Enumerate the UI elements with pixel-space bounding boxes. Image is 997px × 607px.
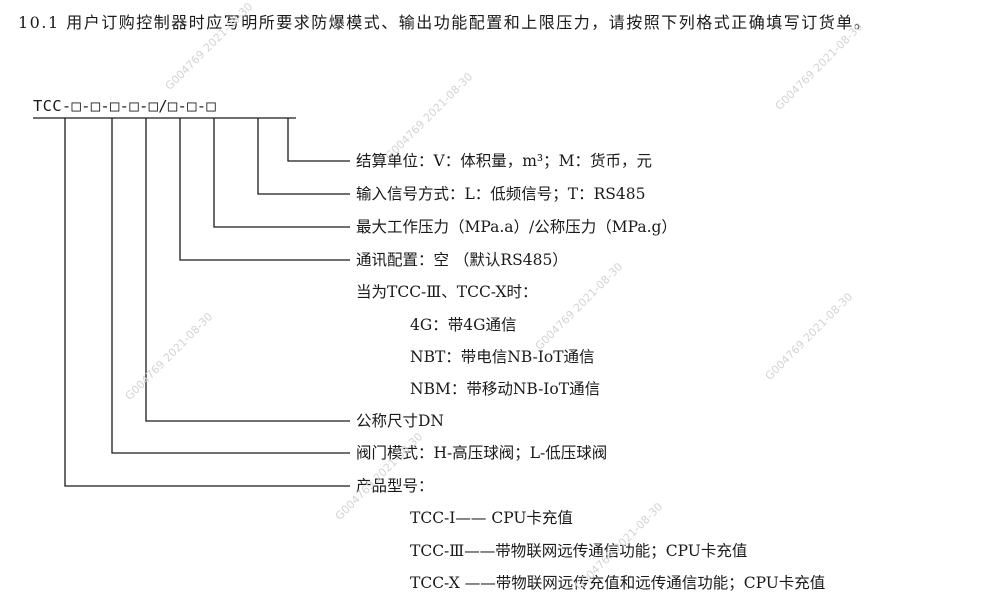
label-valve-mode: 阀门模式：H-高压球阀；L-低压球阀	[356, 444, 608, 462]
connector-product-model	[64, 118, 350, 487]
label-model-i: TCC-Ⅰ—— CPU卡充值	[410, 509, 573, 527]
label-communication: 通讯配置：空 （默认RS485）	[356, 251, 568, 269]
order-code-format: TCC-□-□-□-□-□/□-□-□	[33, 97, 217, 115]
label-comm-condition: 当为TCC-Ⅲ、TCC-X时：	[356, 283, 538, 301]
label-product-model: 产品型号：	[356, 477, 434, 495]
label-settlement-unit: 结算单位：V：体积量，m³；M：货币，元	[356, 152, 652, 170]
connector-nominal-size	[145, 118, 350, 422]
connector-communication	[179, 118, 350, 261]
label-model-iii: TCC-Ⅲ——带物联网远传通信功能；CPU卡充值	[410, 542, 748, 560]
connector-valve-mode	[111, 118, 350, 454]
label-comm-4g: 4G：带4G通信	[410, 316, 517, 334]
intro-paragraph: 10.1 用户订购控制器时应写明所要求防爆模式、输出功能配置和上限压力，请按照下…	[18, 13, 872, 32]
connector-pressure	[213, 118, 350, 228]
connector-settlement-unit	[287, 118, 350, 162]
connector-input-signal	[257, 118, 350, 195]
label-nominal-size: 公称尺寸DN	[356, 412, 444, 430]
label-comm-nbm: NBM：带移动NB-IoT通信	[410, 380, 601, 398]
label-input-signal: 输入信号方式：L：低频信号；T：RS485	[356, 185, 646, 203]
label-comm-nbt: NBT：带电信NB-IoT通信	[410, 348, 595, 366]
label-pressure: 最大工作压力（MPa.a）/公称压力（MPa.g）	[356, 218, 677, 236]
label-model-x: TCC-X ——带物联网远传充值和远传通信功能；CPU卡充值	[410, 574, 826, 592]
